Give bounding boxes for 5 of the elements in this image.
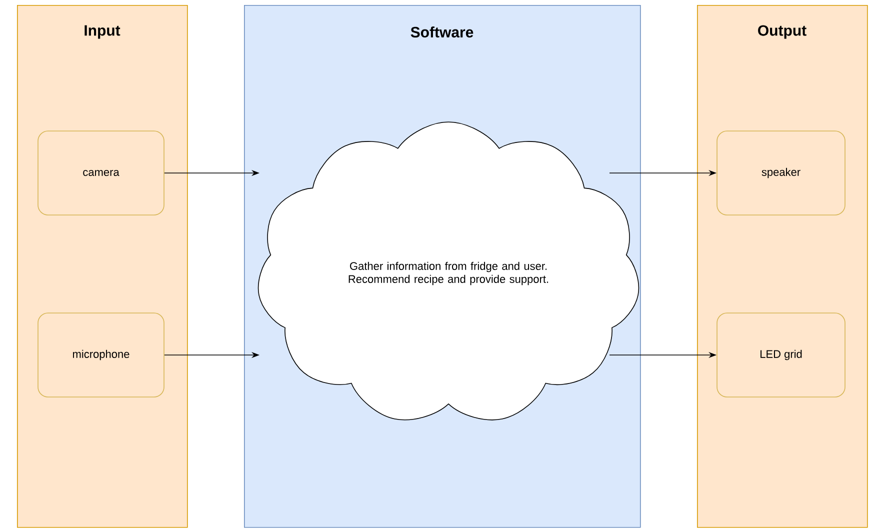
device-box: camera (38, 130, 164, 216)
process-cloud: Gather information from fridge and user. Recommend recipe and provide support. (258, 122, 640, 420)
device-box: microphone (38, 312, 164, 398)
device-box: LED grid (716, 312, 846, 398)
device-box: speaker (716, 130, 846, 216)
